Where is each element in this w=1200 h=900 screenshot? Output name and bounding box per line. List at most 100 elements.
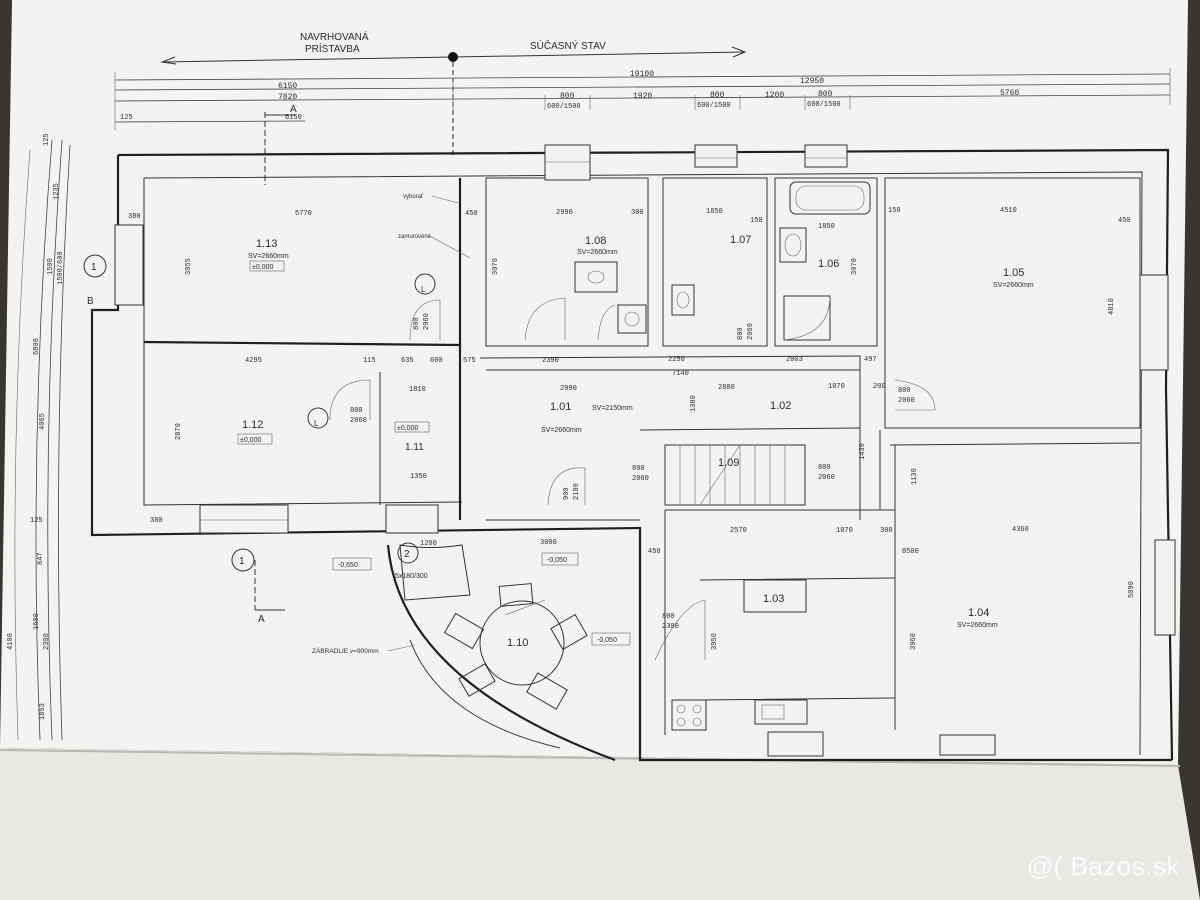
dim-125-bottom: 125 [30,517,43,525]
dim-3000: 3000 [540,539,557,547]
door-3-w: 800 [737,327,745,340]
left-dim-1235: 1235 [53,183,61,200]
left-dim-125: 125 [43,133,51,146]
dim-8500: 8500 [902,548,919,556]
room-1-03-id: 1.03 [763,593,784,605]
paper-sheet [0,0,1188,765]
axis-1-bottom: 1 [239,556,245,567]
left-dim-1600: 1600 [33,613,41,630]
dim-2570: 2570 [730,527,747,535]
section-line-a [254,112,295,611]
dim-450c: 450 [648,548,661,556]
door-4-h: 2100 [573,483,581,500]
sheet-edge [0,749,1181,767]
dim-4810: 4810 [1108,298,1116,315]
room-1-13-id: 1.13 [256,238,277,250]
room-1-06-id: 1.06 [818,258,839,270]
washbasin [779,227,807,263]
left-dim-1500: 1500 [47,258,55,275]
dim-1380: 1380 [690,395,698,412]
toilet-1 [671,284,695,316]
room-1-08-id: 1.08 [585,235,606,247]
kitchen-stove [671,699,707,731]
room-1-07-id: 1.07 [730,234,751,246]
dim-2250: 2250 [668,356,685,364]
room-1-04-id: 1.04 [968,607,989,619]
left-dim-1500-600: 1500/600 [57,251,65,285]
dim-800-c: 800 [818,90,833,99]
dim-575a: 575 [463,357,476,365]
note-zamurovane: zamurovené [398,234,432,240]
door-4-w: 900 [563,487,571,500]
window-label-1: 600/1500 [547,103,581,111]
dim-635: 635 [401,357,414,365]
door-5-h: 2060 [632,475,649,483]
dim-2390: 2390 [542,357,559,365]
room-1-03-box [743,579,807,613]
level-box-2 [541,552,579,566]
room-1-13-level-box [249,260,285,272]
dim-1070b: 1070 [836,527,853,535]
door-2-h: 2060 [350,417,367,425]
door-1-h: 2060 [423,313,431,330]
paper-lower-sheet [0,748,1200,900]
dim-600a: 600 [430,357,443,365]
dim-115: 115 [363,357,376,365]
watermark-text: Bazos.sk [1070,851,1180,881]
room-1-12-level: ±0,000 [240,437,261,444]
dim-300b: 300 [880,527,893,535]
dim-4510: 4510 [1000,207,1017,215]
dim-2990a: 2990 [556,209,573,217]
level-outside-1: -0,650 [338,562,358,569]
dim-1430: 1430 [859,443,867,460]
dim-3055: 3055 [185,258,193,275]
note-vyburat: vybúrať [403,194,424,200]
door-7-w: 800 [818,464,831,472]
dim-3070b: 3070 [851,258,859,275]
header-left-line1: NAVRHOVANÁ [300,30,369,43]
left-dim-1853: 1853 [39,703,47,720]
dim-200: 200 [873,383,886,391]
bazos-watermark: @( Bazos.sk [1027,851,1180,882]
dim-800-a: 800 [560,92,575,101]
staircase-1-09 [664,444,806,506]
axis-1-left: 1 [91,262,97,273]
toilet-2 [574,261,618,293]
door-swings [329,297,936,661]
dim-1130: 1130 [911,468,919,485]
left-dim-847: 847 [37,552,45,565]
dim-2870: 2870 [175,423,183,440]
level-box-1 [332,557,372,571]
dim-6150-row4: 6150 [285,114,302,122]
dim-2880: 2880 [718,384,735,392]
dim-1850a: 1850 [706,208,723,216]
note-stairs: 5x180/300 [395,573,428,580]
room-1-12-id: 1.12 [242,419,263,431]
room-1-05-sv: SV=2660mm [993,282,1034,289]
dim-800-b: 800 [710,91,725,100]
room-1-11-level-box [394,421,430,433]
dim-125-top: 125 [120,114,133,122]
section-a-top: A [290,104,297,115]
dim-7820: 7820 [278,93,297,102]
dim-2990b: 2990 [560,385,577,393]
room-1-11-level: ±0,000 [397,425,418,432]
axis-l-2: L [314,419,319,428]
dim-450a: 450 [465,210,478,218]
door-6-w: 800 [662,613,675,621]
axis-2: 2 [404,549,410,560]
kitchen-sink [754,699,808,725]
room-1-05-id: 1.05 [1003,267,1024,279]
room-1-09-id: 1.09 [718,457,739,469]
room-1-01-sv: SV=2660mm [541,427,582,434]
dim-5760: 5760 [1000,89,1019,98]
dim-4295: 4295 [245,357,262,365]
window-label-3: 600/1500 [807,101,841,109]
room-1-01-id: 1.01 [550,401,571,413]
axis-l-1: L [421,285,426,294]
level-outside-2: -0,050 [547,557,567,564]
dim-1200: 1200 [420,540,437,548]
dim-1920: 1920 [633,92,652,101]
